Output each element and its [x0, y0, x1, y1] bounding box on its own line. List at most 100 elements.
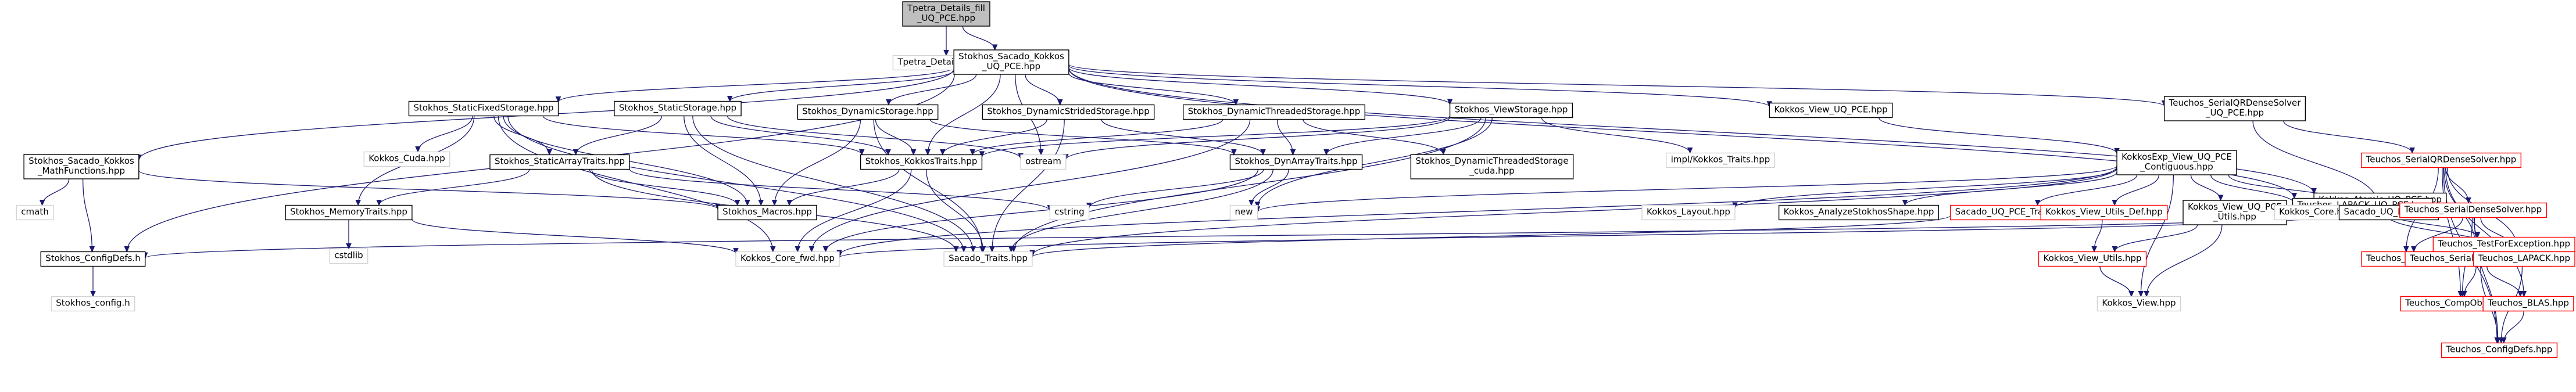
node-teuchos-configdefs[interactable]: Teuchos_ConfigDefs.hpp [2441, 342, 2558, 358]
edge-view-uq-utils-to-kokkos-view-utils [2112, 224, 2198, 253]
node-serialdensesolver[interactable]: Teuchos_SerialDenseSolver.hpp [2399, 202, 2547, 218]
node-label: Kokkos_View_Utils_Def.hpp [2045, 207, 2163, 218]
edge-line [2114, 174, 2160, 206]
node-kokkos-view[interactable]: Kokkos_View.hpp [2096, 296, 2181, 312]
edge-arrowhead [1248, 200, 1254, 206]
node-dynarraytraits[interactable]: Stokhos_DynArrayTraits.hpp [1229, 154, 1363, 170]
edge-arrowhead [989, 246, 995, 253]
node-teuchos-blas[interactable]: Teuchos_BLAS.hpp [2482, 296, 2574, 312]
node-box [16, 204, 54, 221]
node-label: Teuchos_ConfigDefs.hpp [2446, 344, 2553, 355]
edge-arrowhead [953, 246, 959, 253]
edge-line [981, 115, 1451, 157]
node-cstdlib[interactable]: cstdlib [329, 248, 368, 264]
edge-arrowhead [979, 151, 985, 158]
node-label: Kokkos_View.hpp [2102, 298, 2176, 309]
node-cstring[interactable]: cstring [1049, 204, 1090, 221]
edge-viewstorage-to-new [1254, 117, 1493, 208]
edge-arrowhead [961, 246, 967, 253]
node-configdefs-stokhos[interactable]: Stokhos_ConfigDefs.h [40, 251, 146, 267]
node-teuchos-serialqr[interactable]: Teuchos_SerialQRDenseSolver.hpp [2360, 152, 2522, 168]
node-teuchos-lapack-uq-test[interactable]: Teuchos_TestForException.hpp [2432, 236, 2575, 253]
edge-line [927, 74, 1001, 155]
edge-arrowhead [346, 243, 352, 250]
edge-line [557, 67, 954, 103]
node-view-utils-def[interactable]: Kokkos_View_Utils_Def.hpp [2040, 204, 2168, 221]
edge-staticstorage-to-kokkostraits [710, 116, 891, 156]
node-box [735, 251, 840, 267]
edge-mathfunctions-to-macros [138, 170, 721, 210]
edge-arrowhead [573, 149, 579, 156]
edge-line [839, 167, 2117, 256]
node-kokkos-core-fwd[interactable]: Kokkos_Core_fwd.hpp [735, 251, 840, 267]
node-kokkos-view-uq[interactable]: Kokkos_View_UQ_PCE.hpp [1769, 102, 1893, 118]
node-kokkos-view-utils[interactable]: Kokkos_View_Utils.hpp [2038, 251, 2147, 267]
edge-arrowhead [734, 200, 740, 206]
node-new[interactable]: new [1229, 204, 1258, 221]
node-box [2441, 342, 2558, 358]
edge-teuchos-serialqr-to-teuchos-blas [2445, 167, 2527, 297]
node-teuchos-serialqr-uq[interactable]: Teuchos_SerialQRDenseSolver_UQ_PCE.hpp [2163, 96, 2306, 121]
node-staticfixed[interactable]: Stokhos_StaticFixedStorage.hpp [408, 100, 559, 117]
node-label: Kokkos_Core.hpp [2279, 207, 2353, 218]
node-viewstorage[interactable]: Stokhos_ViewStorage.hpp [1449, 102, 1573, 118]
edge-arrowhead [2112, 246, 2118, 253]
node-sacado-kokkos[interactable]: Stokhos_Sacado_Kokkos_UQ_PCE.hpp [953, 49, 1069, 75]
node-box [1449, 102, 1573, 118]
node-kokkos-cuda[interactable]: Kokkos_Cuda.hpp [363, 151, 450, 167]
node-dynamicstorage[interactable]: Stokhos_DynamicStorage.hpp [797, 104, 939, 120]
node-dynthreaded-cuda[interactable]: Stokhos_DynamicThreadedStorage_cuda.hpp [1410, 154, 1574, 179]
node-label: Kokkos_View_UQ_PCE [2188, 202, 2282, 213]
edge-arrowhead [771, 200, 778, 206]
node-staticarraytraits[interactable]: Stokhos_StaticArrayTraits.hpp [489, 154, 630, 170]
edge-arrowhead [1233, 99, 1239, 106]
node-label: impl/Kokkos_Traits.hpp [1671, 154, 1770, 166]
node-stokhos-config[interactable]: Stokhos_config.h [51, 296, 135, 312]
node-sacado-traits[interactable]: Sacado_Traits.hpp [943, 251, 1033, 267]
edge-line [542, 116, 863, 155]
node-label: Stokhos_StaticArrayTraits.hpp [495, 156, 625, 167]
edge-line [789, 169, 900, 206]
edge-line [2252, 120, 2379, 206]
edge-arrowhead [886, 99, 892, 106]
node-dynamicstrided[interactable]: Stokhos_DynamicStridedStorage.hpp [982, 104, 1155, 120]
node-analyzeshape[interactable]: Kokkos_AnalyzeStokhosShape.hpp [1778, 204, 1940, 221]
node-label: Teuchos_LAPACK.hpp [2478, 253, 2570, 264]
edge-staticarraytraits-to-macros [589, 169, 740, 206]
node-memorytraits[interactable]: Stokhos_MemoryTraits.hpp [285, 204, 413, 221]
node-teuchos-lapack[interactable]: Teuchos_LAPACK.hpp [2473, 251, 2575, 267]
edge-line [1032, 215, 1951, 258]
edge-sacado-kokkos-to-dynamicstrided [1025, 74, 1063, 106]
node-root[interactable]: Tpetra_Details_fill_UQ_PCE.hpp [902, 1, 990, 27]
edge-line [825, 169, 1259, 252]
node-box [2399, 202, 2547, 218]
node-cmath[interactable]: cmath [16, 204, 54, 221]
node-kokkos-layout[interactable]: Kokkos_Layout.hpp [1641, 204, 1736, 221]
edge-serialdensematrix-to-teuchos-blas [2486, 266, 2523, 297]
node-label: Kokkos_Layout.hpp [1647, 207, 1730, 218]
node-kokkosexp-view[interactable]: KokkosExp_View_UQ_PCE_Contiguous.hpp [2116, 150, 2237, 175]
edge-line [992, 119, 1065, 252]
node-impl-kokkos-traits[interactable]: impl/Kokkos_Traits.hpp [1665, 152, 1776, 168]
node-box [1020, 154, 1067, 170]
node-label: Stokhos_DynamicThreadedStorage.hpp [1188, 106, 1361, 117]
node-extream[interactable]: ostream [1020, 154, 1067, 170]
edge-arrowhead [1323, 149, 1329, 156]
edge-line [2283, 120, 2413, 153]
edge-sacado-kokkos-to-kokkostraits [925, 74, 1001, 156]
node-dynamicthreaded[interactable]: Stokhos_DynamicThreadedStorage.hpp [1182, 104, 1366, 120]
node-box [408, 100, 559, 117]
node-kokkostraits[interactable]: Stokhos_KokkosTraits.hpp [860, 154, 983, 170]
node-view-uq-utils[interactable]: Kokkos_View_UQ_PCE_Utils.hpp [2183, 200, 2287, 225]
edge-arrowhead [727, 95, 733, 102]
node-staticstorage[interactable]: Stokhos_StaticStorage.hpp [614, 100, 742, 117]
node-label: Stokhos_Sacado_Kokkos [958, 51, 1064, 62]
edges-layer [39, 26, 2527, 344]
edge-serialdensesolver-to-teuchos-rcp [2411, 217, 2463, 253]
edge-arrowhead [2495, 337, 2500, 344]
edge-arrowhead [910, 149, 917, 156]
node-macros[interactable]: Stokhos_Macros.hpp [717, 204, 817, 221]
edge-serialdensematrix-to-teuchos-compobject [2461, 266, 2477, 297]
node-mathfunctions[interactable]: Stokhos_Sacado_Kokkos_MathFunctions.hpp [23, 154, 139, 179]
